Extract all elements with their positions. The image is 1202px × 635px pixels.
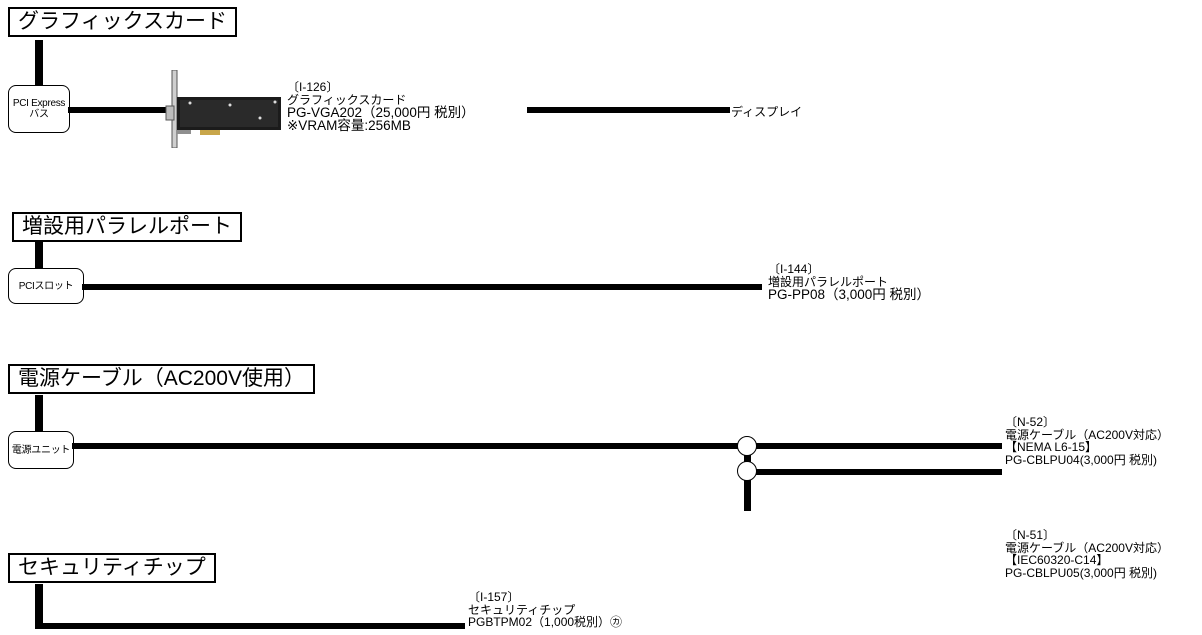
product-label-i144: 〔I-144〕 増設用パラレルポート PG-PP08（3,000円 税別） bbox=[768, 263, 930, 301]
product-spec: 【NEMA L6-15】 bbox=[1005, 440, 1098, 454]
product-label-i157: 〔I-157〕 セキュリティチップ PGBTPM02（1,000税別）㋕ bbox=[468, 591, 622, 629]
product-model: PG-VGA202（25,000円 税別） bbox=[287, 105, 475, 120]
section-title-security-chip: セキュリティチップ bbox=[8, 553, 216, 583]
node-power-unit: 電源ユニット bbox=[8, 431, 74, 469]
node-pci-express-bus: PCI Express バス bbox=[8, 85, 70, 133]
graphics-card-image bbox=[165, 70, 281, 148]
display-label: ディスプレイ bbox=[731, 105, 803, 119]
product-model: PG-CBLPU04(3,000円 税別) bbox=[1005, 452, 1158, 467]
connector-line bbox=[68, 107, 168, 113]
product-name: グラフィックスカード bbox=[287, 92, 407, 107]
product-label-n51: 〔N-51〕 電源ケーブル（AC200V対応） 【IEC60320-C14】 P… bbox=[1005, 529, 1169, 579]
product-model: PG-PP08（3,000円 税別） bbox=[768, 287, 931, 302]
product-model: PG-CBLPU05(3,000円 税別) bbox=[1005, 565, 1158, 580]
product-code: 〔I-126〕 bbox=[287, 80, 339, 94]
product-label-i126: 〔I-126〕 グラフィックスカード PG-VGA202（25,000円 税別）… bbox=[287, 81, 475, 132]
connector-line bbox=[35, 395, 43, 432]
junction-circle bbox=[737, 461, 757, 481]
product-model: PGBTPM02（1,000税別）㋕ bbox=[468, 615, 623, 629]
product-name: 電源ケーブル（AC200V対応） bbox=[1005, 540, 1169, 555]
product-spec: 【IEC60320-C14】 bbox=[1005, 553, 1109, 567]
connector-line bbox=[35, 584, 43, 628]
section-title-parallel-port: 増設用パラレルポート bbox=[12, 212, 242, 242]
product-label-n52: 〔N-52〕 電源ケーブル（AC200V対応） 【NEMA L6-15】 PG-… bbox=[1005, 416, 1169, 466]
connector-line bbox=[752, 469, 1002, 475]
node-pci-slot: PCIスロット bbox=[8, 268, 84, 304]
connector-line bbox=[35, 40, 43, 85]
connector-line bbox=[72, 443, 1002, 449]
node-label: PCIスロット bbox=[18, 280, 74, 292]
product-code: 〔N-52〕 bbox=[1005, 415, 1056, 429]
section-title-power-cable: 電源ケーブル（AC200V使用） bbox=[8, 364, 315, 394]
connector-line bbox=[82, 284, 762, 290]
product-note: ※VRAM容量:256MB bbox=[287, 118, 411, 133]
product-code: 〔I-144〕 bbox=[768, 262, 820, 276]
node-label: PCI Express bbox=[12, 98, 66, 109]
node-label: バス bbox=[29, 109, 49, 120]
connector-line bbox=[35, 242, 43, 268]
junction-circle bbox=[737, 436, 757, 456]
product-code: 〔I-157〕 bbox=[468, 590, 520, 604]
product-name: 増設用パラレルポート bbox=[768, 274, 889, 289]
node-label: 電源ユニット bbox=[11, 444, 71, 456]
product-name: セキュリティチップ bbox=[468, 602, 576, 617]
connector-line bbox=[35, 623, 465, 629]
product-name: 電源ケーブル（AC200V対応） bbox=[1005, 427, 1169, 442]
product-code: 〔N-51〕 bbox=[1005, 528, 1056, 542]
connector-line bbox=[527, 107, 730, 113]
section-title-graphics-card: グラフィックスカード bbox=[8, 7, 237, 37]
